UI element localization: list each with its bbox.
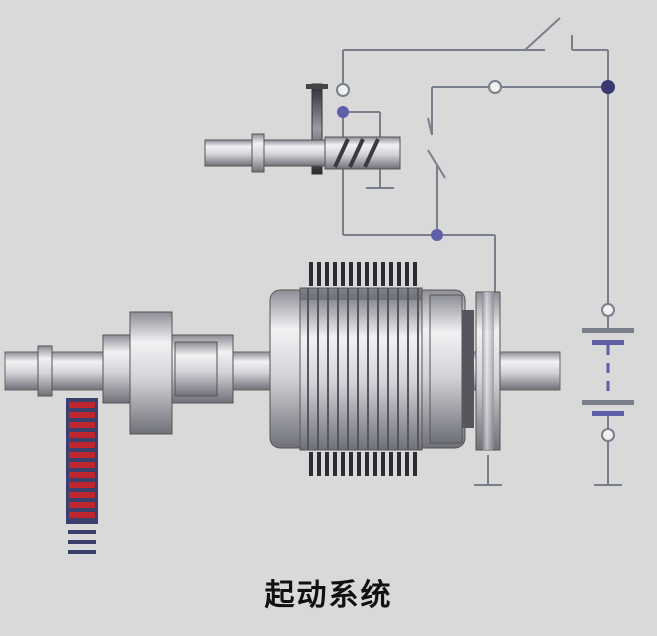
terminal-node bbox=[601, 428, 615, 442]
diagram-caption: 起动系统 bbox=[264, 578, 393, 613]
armature bbox=[269, 262, 466, 476]
ignition-switch bbox=[524, 17, 608, 51]
magnetic-switch bbox=[427, 117, 446, 179]
starter-motor bbox=[4, 262, 561, 476]
commutator bbox=[462, 291, 501, 451]
flywheel-ring-gear bbox=[66, 398, 98, 554]
terminal-node bbox=[336, 83, 350, 97]
terminal-node bbox=[601, 303, 615, 317]
pinion-gear bbox=[102, 311, 234, 435]
junction-node bbox=[431, 229, 443, 241]
battery bbox=[582, 316, 634, 429]
terminal-node bbox=[488, 80, 502, 94]
solenoid-plunger bbox=[204, 83, 401, 175]
junction-node bbox=[601, 80, 615, 94]
junction-node bbox=[337, 106, 349, 118]
